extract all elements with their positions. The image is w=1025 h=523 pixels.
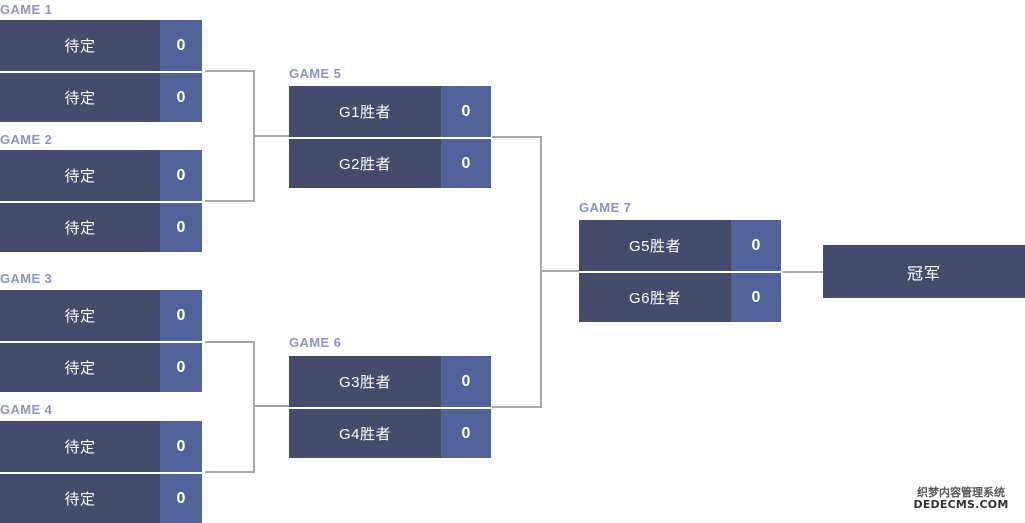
team-score: 0 [160, 20, 202, 71]
match-row[interactable]: 待定 0 [0, 472, 202, 523]
team-score: 0 [441, 409, 491, 458]
game-label-7: GAME 7 [579, 200, 632, 215]
connector-g4-out [205, 471, 255, 473]
match-row[interactable]: 待定 0 [0, 201, 202, 252]
team-name: G5胜者 [579, 220, 731, 271]
team-score: 0 [160, 474, 202, 523]
match-row[interactable]: 待定 0 [0, 20, 202, 71]
team-name: 待定 [0, 474, 160, 523]
match-row[interactable]: G4胜者 0 [289, 407, 491, 458]
game-label-2: GAME 2 [0, 132, 53, 147]
connector-g2-out [205, 200, 255, 202]
match-row[interactable]: G6胜者 0 [579, 271, 781, 322]
connector-g6-out [492, 406, 542, 408]
connector-g1-out [205, 70, 255, 72]
match-row[interactable]: 待定 0 [0, 150, 202, 201]
team-name: G2胜者 [289, 139, 441, 188]
watermark: 织梦内容管理系统 DEDECMS.COM [905, 487, 1017, 510]
connector-g5g6-vertical [540, 136, 542, 408]
team-score: 0 [160, 150, 202, 201]
team-name: 待定 [0, 73, 160, 122]
watermark-line-en: DEDECMS.COM [913, 497, 1009, 511]
team-score: 0 [731, 220, 781, 271]
match-game-2[interactable]: 待定 0 待定 0 [0, 150, 202, 252]
match-game-4[interactable]: 待定 0 待定 0 [0, 421, 202, 523]
team-score: 0 [441, 86, 491, 137]
champion-box[interactable]: 冠军 [823, 245, 1025, 298]
team-score: 0 [731, 273, 781, 322]
team-name: G1胜者 [289, 86, 441, 137]
match-row[interactable]: G1胜者 0 [289, 86, 491, 137]
team-score: 0 [441, 139, 491, 188]
team-name: 待定 [0, 203, 160, 252]
connector-g7-to-champion [783, 271, 823, 273]
match-game-3[interactable]: 待定 0 待定 0 [0, 290, 202, 392]
team-name: 待定 [0, 150, 160, 201]
team-name: 待定 [0, 343, 160, 392]
team-score: 0 [160, 421, 202, 472]
match-game-6[interactable]: G3胜者 0 G4胜者 0 [289, 356, 491, 458]
team-score: 0 [160, 343, 202, 392]
game-label-1: GAME 1 [0, 2, 53, 17]
match-row[interactable]: 待定 0 [0, 341, 202, 392]
game-label-5: GAME 5 [289, 66, 342, 81]
team-name: 待定 [0, 20, 160, 71]
match-row[interactable]: G2胜者 0 [289, 137, 491, 188]
team-score: 0 [441, 356, 491, 407]
match-row[interactable]: 待定 0 [0, 290, 202, 341]
match-game-1[interactable]: 待定 0 待定 0 [0, 20, 202, 122]
connector-g1g2-to-g5 [253, 135, 290, 137]
watermark-line-cn: 织梦内容管理系统 [917, 486, 1005, 499]
match-row[interactable]: G5胜者 0 [579, 220, 781, 271]
connector-g3g4-vertical [253, 341, 255, 473]
connector-g5g6-to-g7 [540, 270, 580, 272]
team-score: 0 [160, 290, 202, 341]
team-name: 待定 [0, 421, 160, 472]
team-score: 0 [160, 73, 202, 122]
connector-g3g4-to-g6 [253, 405, 290, 407]
match-row[interactable]: 待定 0 [0, 71, 202, 122]
match-game-5[interactable]: G1胜者 0 G2胜者 0 [289, 86, 491, 188]
team-name: 待定 [0, 290, 160, 341]
game-label-6: GAME 6 [289, 335, 342, 350]
match-row[interactable]: G3胜者 0 [289, 356, 491, 407]
match-row[interactable]: 待定 0 [0, 421, 202, 472]
team-name: G3胜者 [289, 356, 441, 407]
team-score: 0 [160, 203, 202, 252]
game-label-3: GAME 3 [0, 271, 53, 286]
match-game-7[interactable]: G5胜者 0 G6胜者 0 [579, 220, 781, 322]
connector-g3-out [205, 341, 255, 343]
connector-g5-out [492, 136, 542, 138]
team-name: G4胜者 [289, 409, 441, 458]
team-name: G6胜者 [579, 273, 731, 322]
game-label-4: GAME 4 [0, 402, 53, 417]
